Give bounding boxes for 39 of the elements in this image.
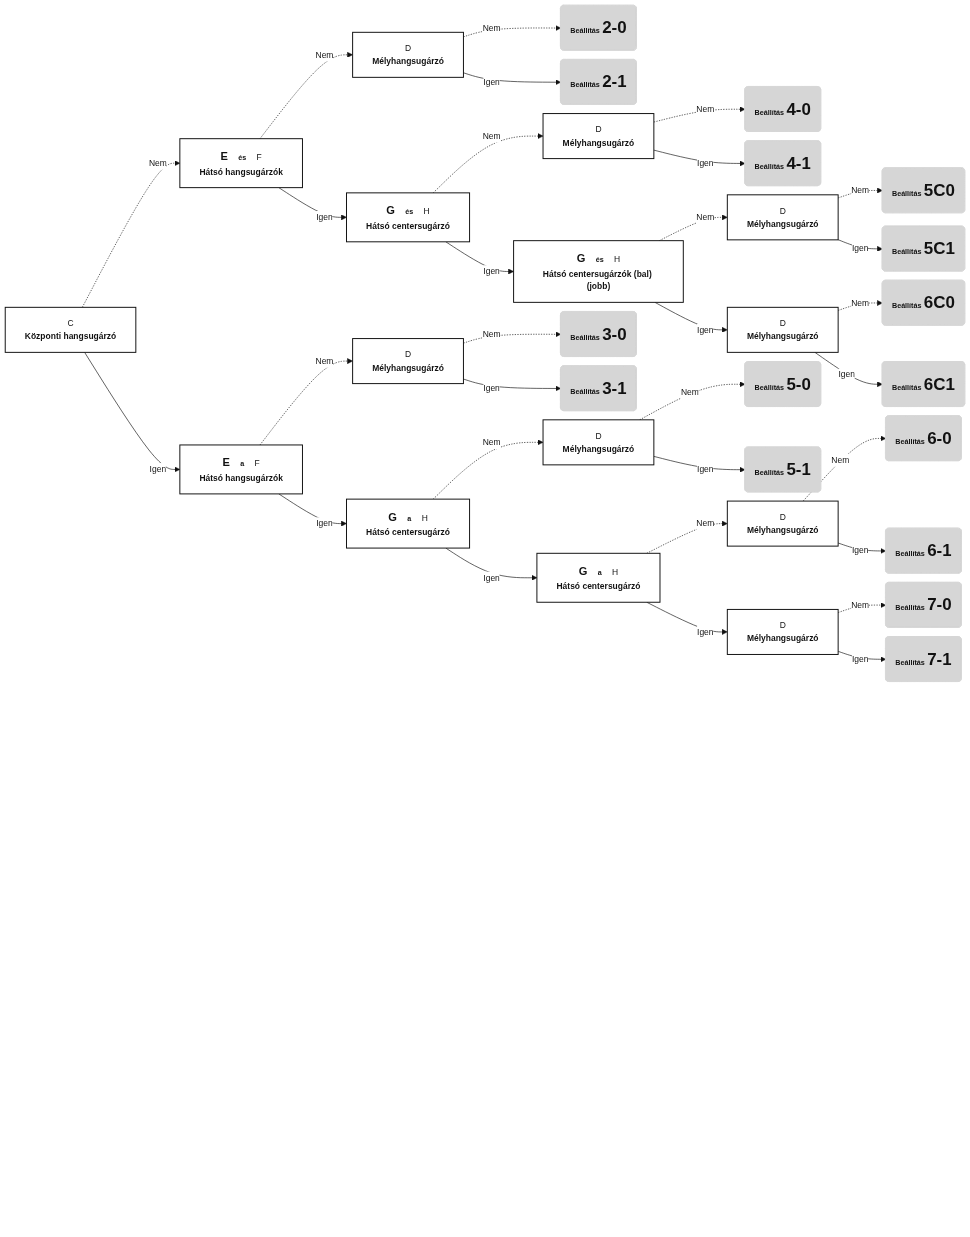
edge-label: Igen — [483, 266, 500, 277]
edge-label: Igen — [483, 76, 500, 87]
edge-label: Nem — [851, 599, 870, 610]
edge-label: Igen — [697, 464, 714, 475]
edge-label: Igen — [316, 212, 333, 223]
edge-label: Igen — [483, 572, 500, 583]
edge-label: Nem — [482, 131, 501, 141]
edge-label: Nem — [696, 103, 715, 114]
node-box: D Mélyhangsugárzó — [352, 338, 464, 385]
edge-label: Igen — [483, 383, 500, 393]
node-box: D Mélyhangsugárzó — [726, 194, 839, 241]
edge-label: Nem — [851, 297, 870, 308]
edge-label: Igen — [316, 518, 333, 529]
edge-label: Nem — [696, 518, 715, 529]
edge-label: Igen — [851, 653, 869, 664]
edge-label: Nem — [315, 356, 334, 366]
edge-label: Nem — [148, 158, 167, 168]
edge-label: Nem — [851, 185, 870, 195]
node-box: D Mélyhangsugárzó — [726, 608, 839, 655]
node-box: D Mélyhangsugárzó — [352, 31, 464, 78]
edge-label: Igen — [697, 324, 714, 335]
edge-label: Nem — [482, 22, 501, 33]
edge-label: Nem — [696, 212, 715, 223]
node-box: C Központi hangsugárzó — [4, 306, 137, 353]
edge-label: Igen — [851, 243, 869, 254]
node-box: D Mélyhangsugárzó — [542, 113, 655, 160]
node-box: D Mélyhangsugárzó — [542, 419, 655, 466]
edge-label: Nem — [315, 49, 334, 60]
edge-label: Igen — [697, 158, 714, 168]
edge-label: Nem — [482, 437, 501, 448]
node-box: D Mélyhangsugárzó — [726, 306, 839, 353]
edge-label: Igen — [149, 464, 167, 475]
edge-label: Nem — [482, 328, 501, 339]
node-box: D Mélyhangsugárzó — [726, 500, 839, 547]
edge-label: Igen — [838, 369, 855, 380]
edge-label: Nem — [831, 455, 850, 465]
edge-label: Igen — [697, 626, 714, 637]
edge-label: Igen — [851, 545, 869, 556]
edge-label: Nem — [680, 387, 699, 398]
